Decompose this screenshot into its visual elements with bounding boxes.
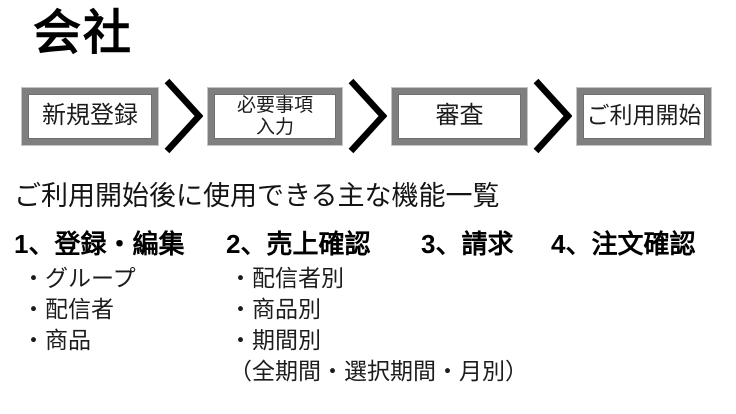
section-heading-sales-check: 2、売上確認 [226,229,371,259]
registration-flow: 新規登録 必要事項 入力 審査 ご利用開始 [22,77,711,155]
list-item: ・配信者別 [229,266,344,291]
features-subtitle: ご利用開始後に使用できる主な機能一覧 [14,181,500,211]
flow-step-label: 必要事項 [236,94,313,116]
section-heading-registration-edit: 1、登録・編集 [14,229,185,259]
flow-step-start-of-use: ご利用開始 [577,88,711,145]
flow-step-label: 審査 [435,102,484,129]
list-item: ・グループ [22,266,136,291]
list-item: （全期間・選択期間・月別） [229,359,528,384]
flow-step-required-info-input: 必要事項 入力 [208,88,342,145]
feature-list-registration-edit: ・グループ ・配信者 ・商品 [22,263,136,356]
page-title: 会社 [33,7,134,60]
section-heading-order-check: 4、注文確認 [551,229,696,259]
list-item: ・商品別 [229,297,321,322]
list-item: ・配信者 [22,297,114,322]
flow-step-screening: 審査 [392,88,527,145]
flow-step-label: ご利用開始 [586,103,702,129]
chevron-right-icon [164,78,203,154]
list-item: ・期間別 [229,328,321,353]
feature-list-sales-check: ・配信者別 ・商品別 ・期間別 （全期間・選択期間・月別） [229,263,528,387]
chevron-right-icon [533,78,572,154]
chevron-right-icon [348,78,387,154]
section-heading-billing: 3、請求 [421,229,514,259]
list-item: ・商品 [22,328,91,353]
flow-step-new-registration: 新規登録 [22,88,158,145]
flow-step-label: 入力 [255,116,294,138]
flow-step-label: 新規登録 [42,102,138,129]
